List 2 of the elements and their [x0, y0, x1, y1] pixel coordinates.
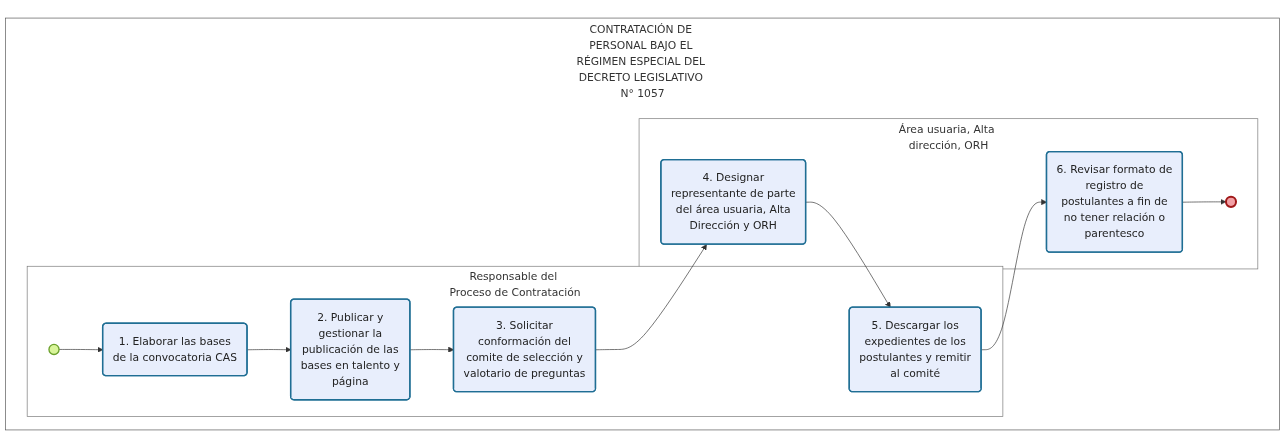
node-circle: [48, 343, 60, 356]
node-circle: [1224, 195, 1238, 208]
